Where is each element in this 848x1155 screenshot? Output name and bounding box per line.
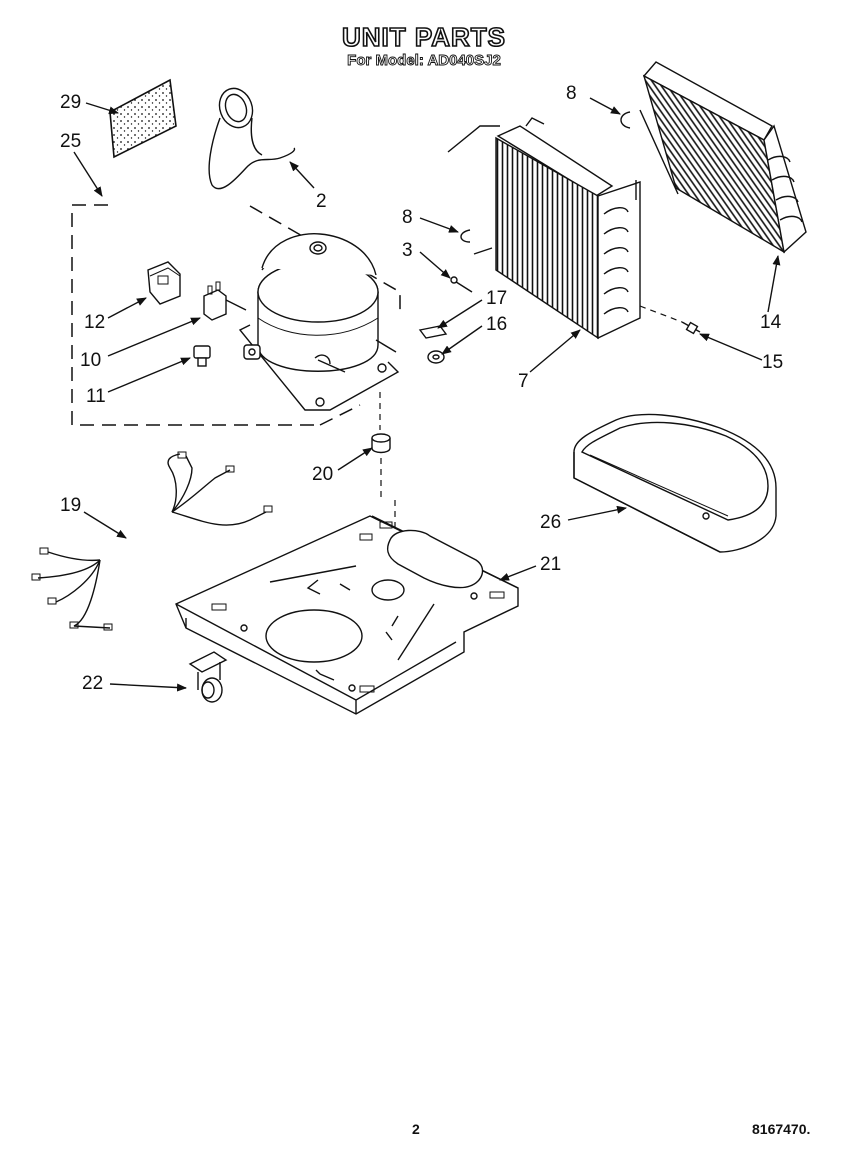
callout-3: 3 <box>402 240 413 261</box>
document-number: 8167470. <box>752 1121 811 1137</box>
condenser-coil-part <box>639 61 807 254</box>
callout-19: 19 <box>60 495 82 516</box>
callout-17: 17 <box>486 288 508 309</box>
callout-20: 20 <box>312 464 334 485</box>
callout-22: 22 <box>82 673 104 694</box>
callout-2: 2 <box>316 191 327 212</box>
bolt-part <box>639 305 701 335</box>
relay-part <box>193 345 211 367</box>
clip-part-right <box>620 111 631 129</box>
base-pan-part <box>175 515 519 715</box>
clip-part-left <box>460 229 471 243</box>
leader-arrows <box>73 97 781 692</box>
callout-29: 29 <box>60 92 82 113</box>
callout-8-top: 8 <box>566 83 577 104</box>
mount-grommet-part <box>371 392 396 616</box>
page-number: 2 <box>412 1121 420 1137</box>
drain-pan-part <box>573 413 777 553</box>
filter-pad-part <box>109 78 177 159</box>
callout-8-left: 8 <box>402 207 413 228</box>
screw-part <box>450 276 473 293</box>
bracket-part <box>418 325 448 339</box>
callout-25: 25 <box>60 131 82 152</box>
callout-12: 12 <box>84 312 106 333</box>
wire-harness-part <box>31 451 273 631</box>
callout-7: 7 <box>518 371 529 392</box>
evaporator-coil-part <box>447 117 641 340</box>
callout-10: 10 <box>80 350 102 371</box>
callout-14: 14 <box>760 312 782 333</box>
callout-21: 21 <box>540 554 562 575</box>
callout-15: 15 <box>762 352 784 373</box>
callout-26: 26 <box>540 512 562 533</box>
page-title: UNIT PARTS <box>341 21 507 53</box>
compressor-part <box>238 233 400 411</box>
callout-11: 11 <box>86 386 106 407</box>
overload-cover-part <box>147 261 181 305</box>
model-subtitle: For Model: AD040SJ2 <box>347 52 502 70</box>
overload-relay-part <box>203 281 247 321</box>
callout-16: 16 <box>486 314 508 335</box>
caster-part <box>188 651 228 703</box>
drain-hose-part <box>208 87 296 190</box>
grommet-part <box>427 350 445 364</box>
